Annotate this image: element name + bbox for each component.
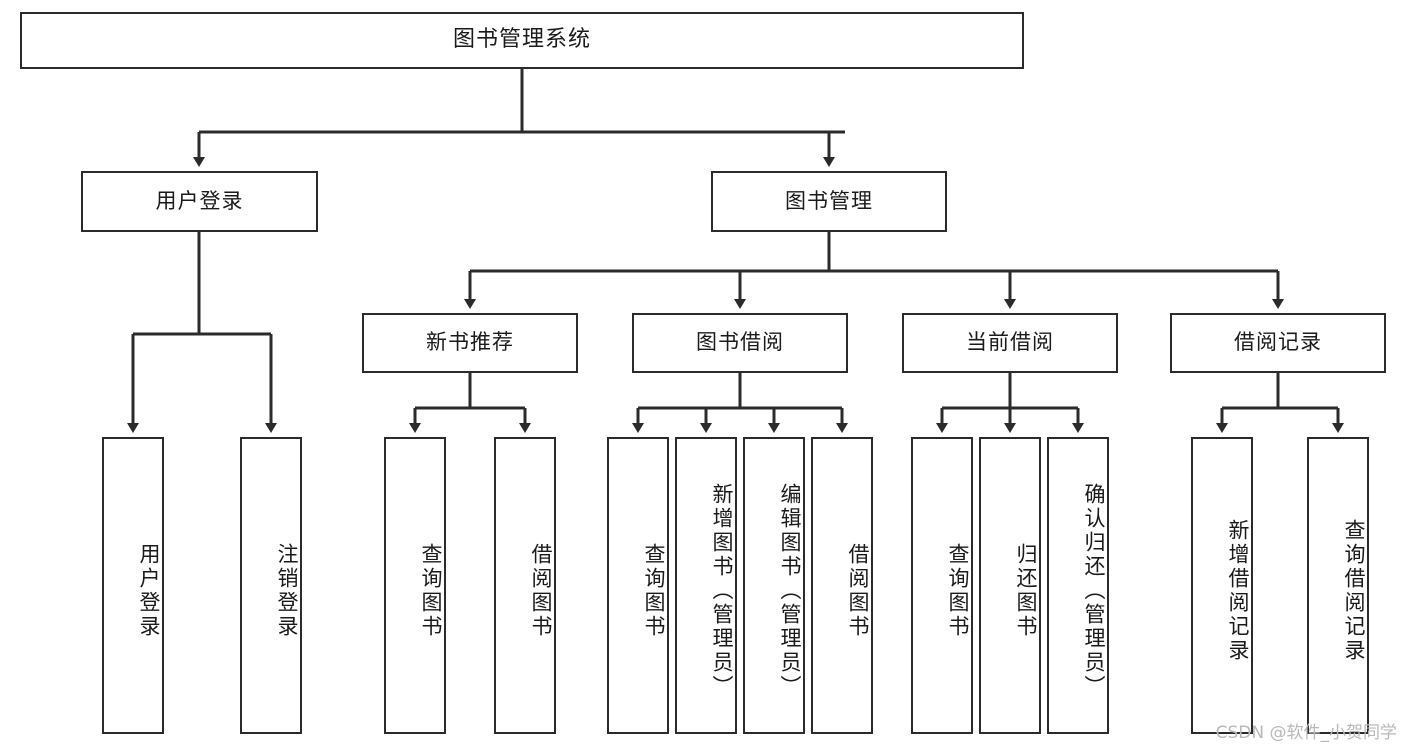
node-current-borrow[interactable]: 当前借阅 xyxy=(902,313,1118,373)
leaf-logout-login[interactable]: 注销登录 xyxy=(240,437,302,734)
leaf-return-book[interactable]: 归还图书 xyxy=(979,437,1041,734)
leaf-query-books-recommend[interactable]: 查询图书 xyxy=(384,437,446,734)
node-root-system[interactable]: 图书管理系统 xyxy=(20,12,1024,69)
leaf-borrow-book[interactable]: 借阅图书 xyxy=(811,437,873,734)
leaf-borrow-books-recommend[interactable]: 借阅图书 xyxy=(494,437,556,734)
node-book-management[interactable]: 图书管理 xyxy=(711,171,947,232)
leaf-query-borrow-record[interactable]: 查询借阅记录 xyxy=(1307,437,1369,734)
leaf-query-books-current[interactable]: 查询图书 xyxy=(911,437,973,734)
watermark-text: CSDN @软件_小贺同学 xyxy=(1215,723,1397,743)
node-book-borrow[interactable]: 图书借阅 xyxy=(632,313,848,373)
leaf-user-login[interactable]: 用户登录 xyxy=(102,437,164,734)
node-borrow-record[interactable]: 借阅记录 xyxy=(1170,313,1386,373)
leaf-add-book-admin[interactable]: 新增图书（管理员） xyxy=(675,437,737,734)
node-user-login[interactable]: 用户登录 xyxy=(81,171,318,232)
leaf-query-books-borrow[interactable]: 查询图书 xyxy=(607,437,669,734)
node-new-book-recommend[interactable]: 新书推荐 xyxy=(362,313,578,373)
leaf-confirm-return-admin[interactable]: 确认归还（管理员） xyxy=(1047,437,1109,734)
leaf-edit-book-admin[interactable]: 编辑图书（管理员） xyxy=(743,437,805,734)
leaf-add-borrow-record[interactable]: 新增借阅记录 xyxy=(1191,437,1253,734)
